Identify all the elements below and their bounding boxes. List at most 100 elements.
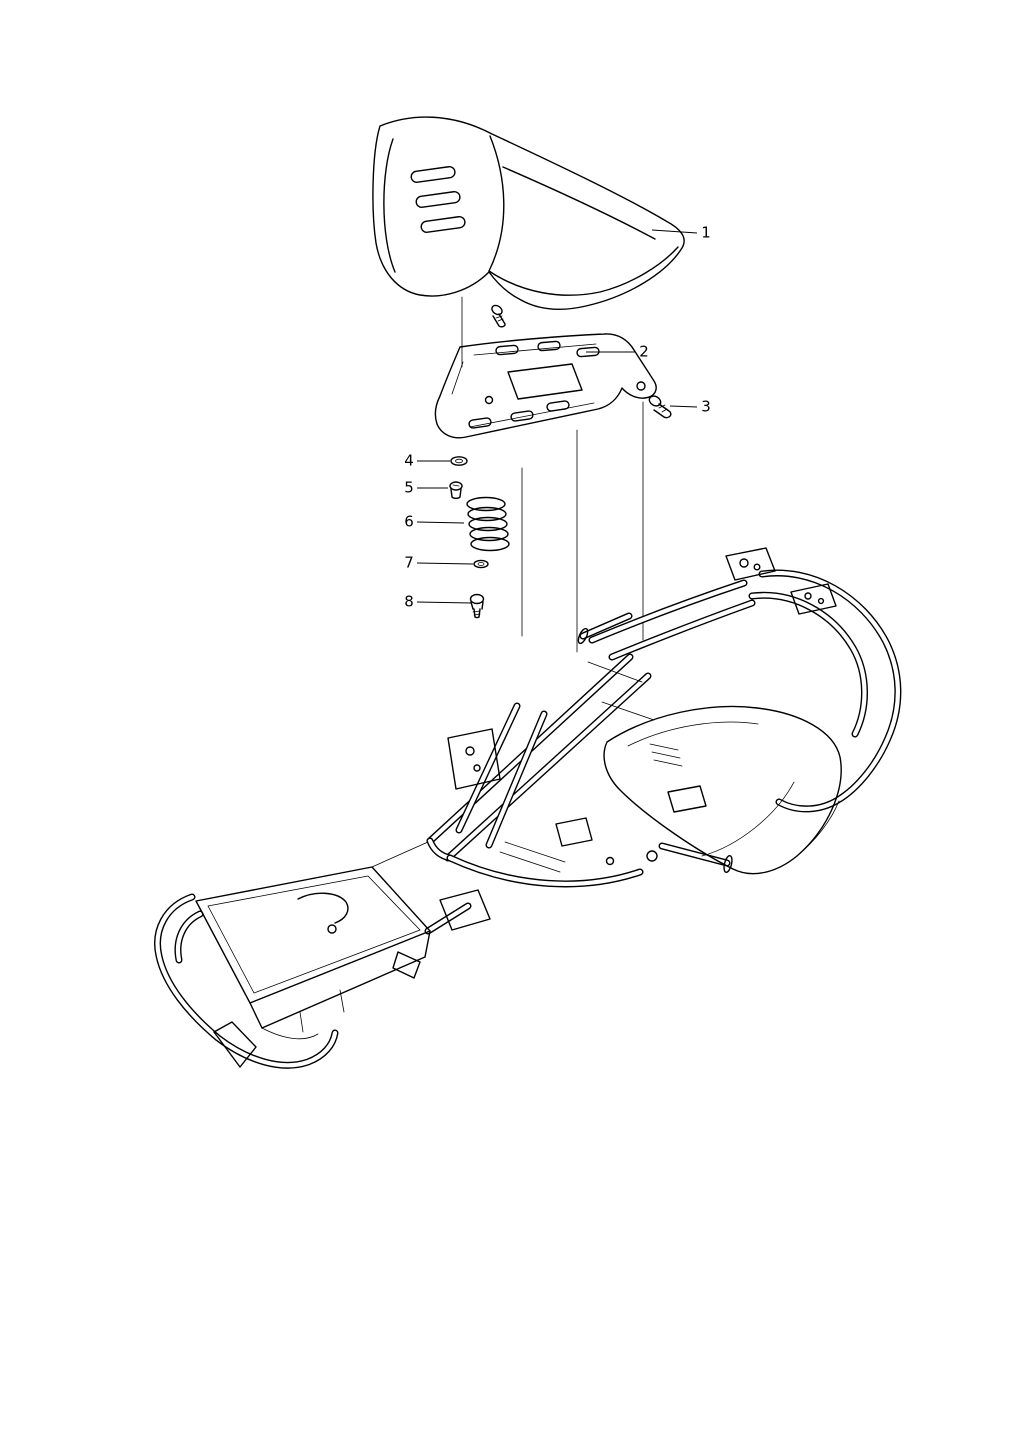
frame-hole xyxy=(605,856,615,866)
projection-lines xyxy=(461,296,644,653)
part-number-2: 2 xyxy=(639,342,649,361)
seat-outline xyxy=(372,116,685,311)
platform-bracket xyxy=(439,889,491,931)
washer-outer xyxy=(473,559,489,569)
seat-vent-slot xyxy=(410,165,456,183)
plate-slot xyxy=(537,340,561,352)
callout-7: 7 xyxy=(404,553,414,572)
fender-contour xyxy=(627,721,759,747)
screw-thread xyxy=(495,315,504,322)
platform-front-face xyxy=(249,930,431,1029)
seat-cushion-front-seam xyxy=(488,246,679,296)
washer-7-part xyxy=(473,559,489,569)
plate-hole xyxy=(465,746,475,756)
leader-lines xyxy=(416,229,698,604)
plate-slot xyxy=(576,346,600,358)
callout-8: 8 xyxy=(404,592,414,611)
frame-brace xyxy=(587,661,655,721)
platform-underside xyxy=(261,1027,319,1040)
platform-tab xyxy=(392,951,421,979)
frame-tube xyxy=(758,569,902,813)
plate-hole xyxy=(473,764,481,772)
frame-tube-inner xyxy=(759,570,900,812)
frame-bracket xyxy=(790,583,837,615)
screw-slot xyxy=(452,484,460,487)
plate-arm-hole xyxy=(636,381,646,391)
callout-6: 6 xyxy=(404,512,414,531)
platform-top xyxy=(195,866,431,1004)
spring-coil xyxy=(468,516,508,532)
screw-thread xyxy=(658,404,668,413)
frame-rail-inner xyxy=(445,673,651,861)
fender-vents xyxy=(649,743,683,767)
callout-1: 1 xyxy=(701,223,711,242)
platform-hole xyxy=(327,924,337,934)
frame-tube-inner xyxy=(749,593,867,737)
plate-slot xyxy=(495,344,519,356)
platform-top-inner xyxy=(207,875,421,994)
screw-3-part xyxy=(648,395,672,419)
bracket-hole xyxy=(817,597,825,605)
spring-coil xyxy=(467,506,507,522)
washer-inner xyxy=(477,562,485,566)
screw-head xyxy=(491,304,503,316)
callout-2: 2 xyxy=(639,342,649,361)
seat-vent-slot xyxy=(415,190,461,208)
screw-head xyxy=(469,593,485,605)
frame-tube-inner xyxy=(609,600,755,660)
fender-contour xyxy=(701,781,795,857)
callout-4: 4 xyxy=(404,451,414,470)
spring-6-part xyxy=(466,496,510,552)
cylinder-end-cap xyxy=(577,627,589,645)
frame-tube-inner xyxy=(486,711,547,848)
plate-slot xyxy=(510,410,534,422)
seat-back-contour xyxy=(383,138,396,273)
frame-tube-inner xyxy=(456,703,520,833)
leader-line-8 xyxy=(416,601,472,604)
plate-slot xyxy=(468,417,492,429)
plate-inner-edge xyxy=(451,361,464,395)
plate-outline xyxy=(434,333,657,439)
part-number-1: 1 xyxy=(701,223,711,242)
frame-bracket xyxy=(555,817,593,847)
part-number-3: 3 xyxy=(701,397,711,416)
platform-foot-bracket xyxy=(213,1021,257,1068)
chassis-frame xyxy=(426,547,902,888)
part-number-5: 5 xyxy=(404,478,414,497)
plate-inner-edge xyxy=(473,343,597,356)
frame-hole xyxy=(646,850,658,862)
screw-thread xyxy=(472,610,481,616)
seat-vent-slot xyxy=(420,215,466,233)
seat-cushion-top-seam xyxy=(502,166,656,240)
seat-part xyxy=(372,116,685,311)
frame-tube xyxy=(748,591,868,738)
screw-shank xyxy=(653,403,672,419)
spring-coil xyxy=(470,536,510,552)
plate-hole xyxy=(484,395,494,405)
platform-frame-link xyxy=(371,841,429,868)
seat-mounting-plate-part xyxy=(434,333,657,439)
bumper-tube-inner xyxy=(175,911,203,963)
frame-tube-inner xyxy=(589,580,747,643)
screw-collar xyxy=(470,601,484,610)
washer-inner xyxy=(455,458,463,464)
part-number-6: 6 xyxy=(404,512,414,531)
frame-bracket xyxy=(667,785,707,813)
plate-slot xyxy=(546,400,570,412)
leader-line-1 xyxy=(651,229,698,234)
spring-coil xyxy=(469,526,509,542)
loose-cylinder-inner xyxy=(580,613,632,639)
fender-link xyxy=(796,800,840,857)
screw-8-part xyxy=(469,593,485,619)
part-number-4: 4 xyxy=(404,451,414,470)
part-number-8: 8 xyxy=(404,592,414,611)
callout-5: 5 xyxy=(404,478,414,497)
spring-coil xyxy=(466,496,506,512)
screw-5-part xyxy=(449,481,463,500)
front-platform xyxy=(154,841,491,1069)
bracket-hole xyxy=(739,558,749,568)
washer-outer xyxy=(450,456,468,466)
part-number-7: 7 xyxy=(404,553,414,572)
